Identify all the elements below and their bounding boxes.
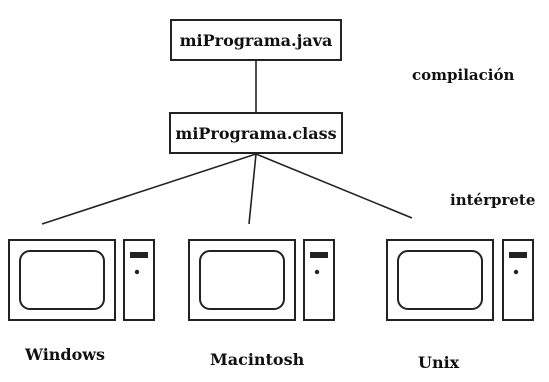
source-file-label: miPrograma.java — [179, 30, 333, 50]
compile-stage-label: compilación — [412, 66, 515, 84]
interpret-connector-macintosh — [248, 153, 257, 225]
computer-icon-unix — [386, 239, 534, 321]
drive-slot-icon — [509, 252, 527, 258]
screen-icon — [19, 250, 105, 310]
screen-icon — [199, 250, 285, 310]
interpret-connector-windows — [41, 153, 257, 225]
interpret-connector-unix — [255, 153, 413, 219]
platform-label-unix: Unix — [418, 353, 460, 372]
computer-icon-macintosh — [188, 239, 335, 321]
platform-label-windows: Windows — [25, 345, 106, 364]
interpret-stage-label: intérprete — [450, 191, 536, 209]
drive-slot-icon — [310, 252, 328, 258]
computer-icon-windows — [8, 239, 155, 321]
power-led-icon — [314, 269, 320, 275]
platform-label-macintosh: Macintosh — [210, 350, 305, 369]
source-file-box: miPrograma.java — [170, 19, 342, 61]
bytecode-file-label: miPrograma.class — [175, 123, 337, 143]
power-led-icon — [513, 269, 519, 275]
power-led-icon — [134, 269, 140, 275]
screen-icon — [397, 250, 483, 310]
drive-slot-icon — [130, 252, 148, 258]
bytecode-file-box: miPrograma.class — [169, 112, 343, 154]
